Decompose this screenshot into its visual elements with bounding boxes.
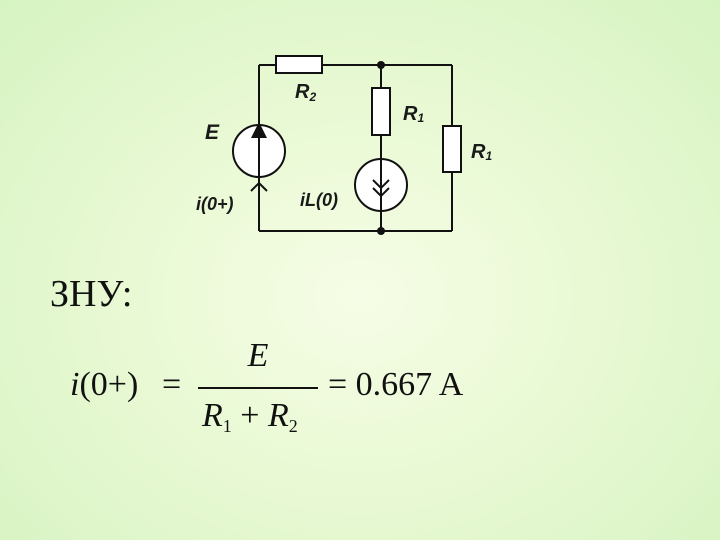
current-arrow-icon [250,181,268,192]
label-emf: E [205,121,220,144]
label-r1-right: R1 [471,141,492,163]
formula-fraction: E R1 + R2 [198,335,318,445]
node-bottom [377,227,385,235]
formula-numerator: E [247,337,269,374]
resistor-r2 [275,55,323,74]
resistor-r1-right [442,125,462,173]
label-source-current: i(0+) [196,194,234,214]
formula-result: = 0.667 A [328,366,464,403]
formula-equals: = [162,366,182,403]
label-r2: R2 [295,81,316,104]
label-inductor-current: iL(0) [300,190,338,210]
formula-lhs: i(0+) [70,366,139,403]
current-source-icon [354,158,408,212]
formula-denominator: R1 + R2 [202,397,298,436]
heading-znu: ЗНУ: [50,273,133,315]
node-top [377,61,385,69]
circuit-diagram: R2 R1 R1 E i(0+) iL(0) [196,55,492,235]
resistor-r1-middle [371,87,391,136]
label-r1-middle: R1 [403,103,424,125]
fraction-bar [198,387,318,389]
circuit-wires [258,64,453,232]
emf-source-icon [232,122,286,178]
